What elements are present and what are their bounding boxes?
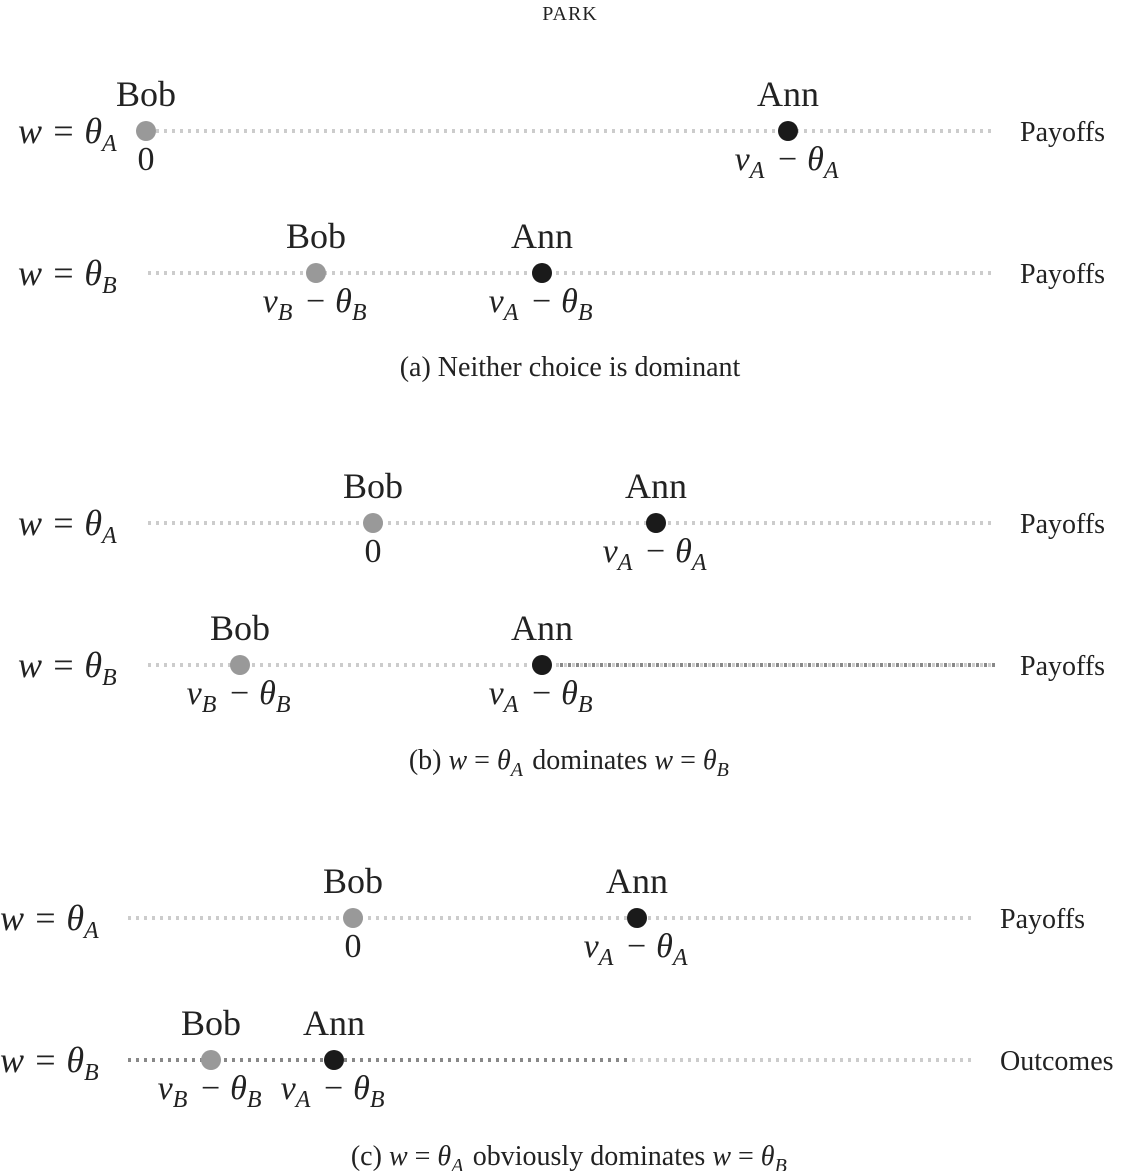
bob-dot: [306, 263, 326, 283]
payoff-row: w = θB Outcomes Bob vB − θB Ann vA − θB: [0, 1003, 1114, 1113]
ann-dot: [778, 121, 798, 141]
payoff-row: w = θA Payoffs Bob 0 Ann vA − θA: [18, 466, 1105, 576]
ann-label: Ann: [511, 608, 573, 648]
ann-dot: [627, 908, 647, 928]
ann-payoff: vA − θA: [584, 928, 691, 971]
bob-payoff: 0: [345, 928, 362, 965]
bob-label: Bob: [343, 466, 403, 506]
ann-dot: [532, 263, 552, 283]
ann-payoff: vA − θB: [489, 283, 596, 326]
payoff-row: w = θB Payoffs Bob vB − θB Ann vA − θB: [18, 216, 1105, 326]
panel-caption: (a) Neither choice is dominant: [400, 352, 741, 383]
page-header: PARK: [542, 3, 598, 25]
right-label: Payoffs: [1020, 117, 1105, 148]
bob-payoff: vB − θB: [187, 675, 294, 718]
right-label: Payoffs: [1000, 904, 1085, 935]
rule-label: w = θA: [0, 898, 102, 944]
bob-label: Bob: [210, 608, 270, 648]
rule-label: w = θB: [18, 645, 120, 691]
bob-dot: [230, 655, 250, 675]
rule-label: w = θA: [18, 111, 120, 157]
ann-label: Ann: [303, 1003, 365, 1043]
bob-payoff: vB − θB: [158, 1070, 265, 1113]
right-label: Payoffs: [1020, 651, 1105, 682]
bob-label: Bob: [116, 74, 176, 114]
panel-caption: (b) w = θA dominates w = θB: [409, 745, 731, 781]
rule-label: w = θB: [0, 1040, 102, 1086]
bob-dot: [201, 1050, 221, 1070]
bob-label: Bob: [323, 861, 383, 901]
ann-label: Ann: [757, 74, 819, 114]
right-label: Outcomes: [1000, 1046, 1114, 1077]
ann-label: Ann: [606, 861, 668, 901]
panel-caption: (c) w = θA obviously dominates w = θB: [351, 1141, 789, 1171]
ann-dot: [646, 513, 666, 533]
bob-label: Bob: [286, 216, 346, 256]
payoff-row: w = θA Payoffs Bob 0 Ann vA − θA: [0, 861, 1085, 971]
bob-dot: [363, 513, 383, 533]
ann-dot: [324, 1050, 344, 1070]
bob-dot: [136, 121, 156, 141]
bob-payoff: 0: [365, 533, 382, 570]
bob-payoff: vB − θB: [263, 283, 370, 326]
bob-label: Bob: [181, 1003, 241, 1043]
ann-payoff: vA − θA: [603, 533, 710, 576]
payoff-row: w = θA Payoffs Bob 0 Ann vA − θA: [18, 74, 1105, 184]
ann-label: Ann: [511, 216, 573, 256]
right-label: Payoffs: [1020, 259, 1105, 290]
rule-label: w = θB: [18, 253, 120, 299]
payoff-row: w = θB Payoffs Bob vB − θB Ann vA − θB: [18, 608, 1105, 718]
ann-label: Ann: [625, 466, 687, 506]
ann-dot: [532, 655, 552, 675]
right-label: Payoffs: [1020, 509, 1105, 540]
bob-payoff: 0: [138, 141, 155, 178]
bob-dot: [343, 908, 363, 928]
rule-label: w = θA: [18, 503, 120, 549]
ann-payoff: vA − θB: [281, 1070, 388, 1113]
ann-payoff: vA − θA: [735, 141, 842, 184]
ann-payoff: vA − θB: [489, 675, 596, 718]
